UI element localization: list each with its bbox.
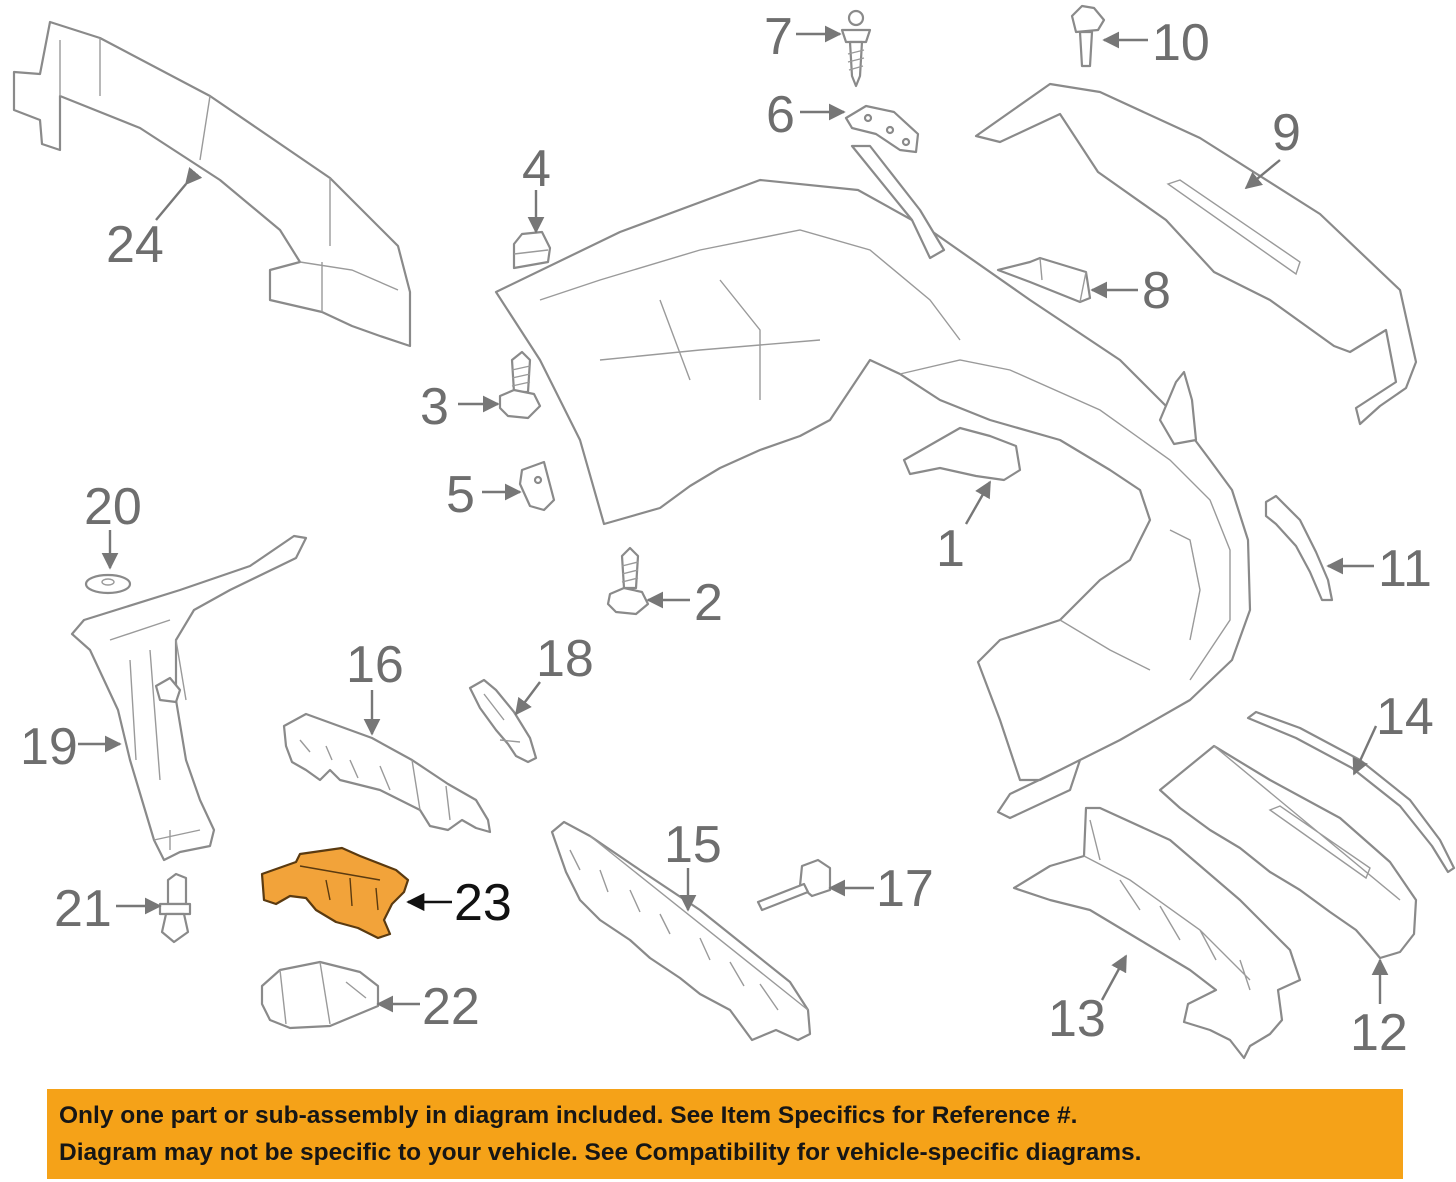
- part-23-highlighted-bracket: [260, 846, 410, 940]
- part-7-screw: [840, 9, 872, 88]
- callout-11: 11: [1378, 540, 1432, 598]
- part-22-bracket: [260, 960, 380, 1030]
- callout-23: 23: [454, 874, 512, 932]
- callout-2: 2: [694, 574, 723, 632]
- callout-22: 22: [422, 978, 480, 1036]
- leader-13: [1100, 954, 1128, 1001]
- callout-9: 9: [1272, 104, 1301, 162]
- part-16-bracket: [282, 712, 492, 834]
- part-5-bracket: [518, 460, 556, 512]
- callout-8: 8: [1142, 262, 1171, 320]
- part-21-pin: [158, 872, 192, 944]
- part-13-mounting-carrier: [1012, 806, 1302, 1060]
- leader-lines: [78, 25, 1389, 1013]
- part-6-bracket-plate: [844, 104, 920, 154]
- callout-18: 18: [536, 630, 594, 688]
- callout-16: 16: [346, 636, 404, 694]
- part-24-reinforcement-beam: [12, 20, 412, 348]
- part-4-clip: [512, 230, 552, 270]
- part-17-stud: [756, 858, 832, 912]
- callout-17: 17: [876, 860, 934, 918]
- part-1-bumper-cover: [494, 144, 1252, 820]
- callout-1: 1: [936, 520, 965, 578]
- callout-10: 10: [1152, 14, 1210, 72]
- part-12-lower-panel: [1158, 744, 1418, 960]
- callout-4: 4: [522, 140, 551, 198]
- callout-21: 21: [54, 880, 112, 938]
- part-10-push-pin: [1070, 4, 1106, 68]
- part-18-bracket: [468, 678, 538, 764]
- leader-9: [1244, 159, 1281, 190]
- callout-6: 6: [766, 86, 795, 144]
- callout-3: 3: [420, 378, 449, 436]
- part-15-absorber: [550, 820, 812, 1042]
- callout-5: 5: [446, 466, 475, 524]
- part-11-trim-piece: [1264, 494, 1334, 602]
- callout-13: 13: [1048, 990, 1106, 1048]
- callout-15: 15: [664, 816, 722, 874]
- callout-14: 14: [1376, 688, 1434, 746]
- notice-line-1: Only one part or sub-assembly in diagram…: [59, 1102, 1078, 1129]
- part-14-trim-strip: [1246, 710, 1456, 874]
- part-3-bolt: [498, 350, 542, 420]
- callout-24: 24: [106, 216, 164, 274]
- callout-labels: 24 4 7 6 10 9 8 3 5 1 2 20 11 16 18 19 1…: [20, 8, 1434, 1062]
- leader-24: [155, 167, 203, 221]
- notice-line-2: Diagram may not be specific to your vehi…: [59, 1139, 1142, 1166]
- callout-12: 12: [1350, 1004, 1408, 1062]
- callout-7: 7: [764, 8, 793, 66]
- part-19-side-bracket: [70, 534, 308, 862]
- part-2-bolt: [606, 546, 650, 616]
- notice-banner: Only one part or sub-assembly in diagram…: [47, 1089, 1403, 1179]
- part-20-washer: [84, 573, 132, 595]
- leader-18: [514, 681, 541, 716]
- part-8-bracket: [996, 256, 1092, 304]
- leader-1: [964, 480, 992, 525]
- callout-20: 20: [84, 478, 142, 536]
- callout-19: 19: [20, 718, 78, 776]
- leader-14: [1352, 725, 1378, 776]
